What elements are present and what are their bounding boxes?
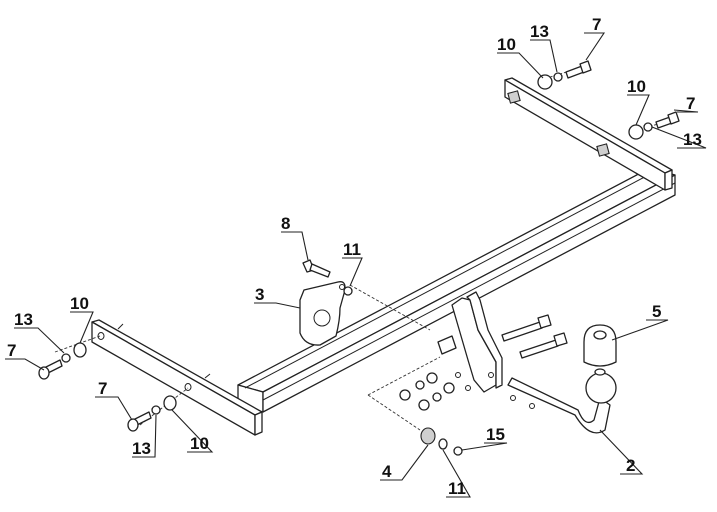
- callout-10-right: 10: [627, 77, 646, 96]
- callout-7-right: 7: [686, 94, 695, 113]
- callout-2: 2: [626, 456, 635, 475]
- main-crossbeam: [237, 167, 676, 413]
- washer-11-mid: [343, 286, 353, 296]
- callout-5: 5: [652, 302, 661, 321]
- callout-13-left: 13: [14, 310, 33, 329]
- left-fasteners: [38, 342, 177, 432]
- callout-11-mid: 11: [343, 240, 361, 259]
- callout-10-left: 10: [70, 294, 89, 313]
- ball-mount-plates: [437, 291, 503, 393]
- bottom-fasteners: [420, 427, 463, 456]
- tow-ball: [585, 368, 617, 404]
- callout-7-left: 7: [7, 341, 16, 360]
- callout-8: 8: [281, 214, 290, 233]
- right-side-bracket: [504, 77, 673, 191]
- bolt-8: [302, 259, 331, 278]
- callout-11-bottom: 11: [448, 479, 466, 498]
- left-side-bracket: [91, 319, 263, 436]
- socket-plate: [299, 281, 346, 346]
- callout-10-lower: 10: [190, 434, 209, 453]
- callout-13-top: 13: [530, 22, 549, 41]
- callout-13-lower: 13: [132, 439, 151, 458]
- callout-3: 3: [255, 285, 264, 304]
- leader-lines: [5, 32, 707, 498]
- callout-10-top: 10: [497, 35, 516, 54]
- callout-7-lower: 7: [98, 379, 107, 398]
- callout-15: 15: [486, 425, 505, 444]
- top-fasteners: [537, 60, 680, 140]
- ball-mount-bolts: [501, 314, 568, 359]
- ball-cap: [583, 324, 617, 367]
- callout-7-top: 7: [592, 15, 601, 34]
- callout-4: 4: [382, 462, 392, 481]
- callout-13-right: 13: [683, 130, 702, 149]
- nuts-and-washers: [399, 372, 455, 411]
